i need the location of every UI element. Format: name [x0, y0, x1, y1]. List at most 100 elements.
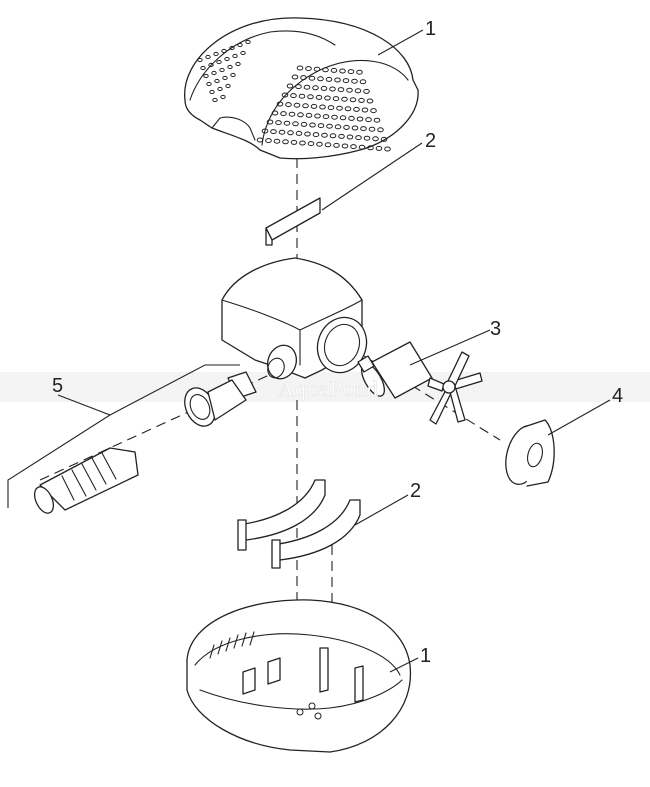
- perforation-hole: [293, 102, 301, 108]
- perforation-hole: [266, 119, 274, 125]
- callout-4: 4: [612, 385, 623, 407]
- perforation-hole: [356, 116, 364, 122]
- leader-5-upper: [109, 364, 240, 416]
- perforation-hole: [341, 96, 348, 102]
- perforation-hole: [316, 141, 323, 147]
- perforation-hole: [217, 86, 223, 92]
- perforation-hole: [281, 92, 289, 98]
- perforation-hole: [359, 79, 367, 85]
- perforation-hole: [321, 132, 328, 138]
- perforation-hole: [296, 65, 304, 71]
- perforation-hole: [209, 89, 215, 95]
- perforation-hole: [373, 117, 381, 123]
- stepped-hose-tail: [39, 447, 139, 511]
- top-cover-perforations-left: [197, 39, 251, 103]
- perforation-hole: [317, 76, 324, 82]
- watermark: AquaPond: [278, 376, 379, 401]
- perforation-hole: [332, 96, 340, 102]
- bottom-housing-inner-rim: [194, 633, 401, 676]
- perforation-hole: [320, 85, 328, 91]
- perforation-hole: [295, 130, 303, 136]
- perforation-hole: [312, 85, 319, 91]
- pump-inlet-ring: [316, 316, 368, 374]
- perforation-hole: [384, 146, 391, 152]
- perforation-hole: [197, 57, 203, 63]
- perforation-hole: [288, 111, 296, 117]
- hose-tail-ribs: [61, 452, 117, 501]
- callout-5: 5: [52, 375, 63, 397]
- leader-5: [7, 394, 112, 508]
- perforation-hole: [334, 77, 341, 83]
- bottom-housing-post-3: [319, 647, 329, 693]
- perforation-hole: [331, 114, 338, 120]
- perforation-hole: [308, 75, 316, 81]
- perforation-hole: [333, 142, 340, 148]
- bottom-housing-hole: [296, 708, 304, 716]
- perforation-hole: [220, 94, 226, 100]
- perforation-hole: [304, 131, 311, 137]
- perforation-hole: [339, 68, 346, 74]
- perforation-hole: [380, 136, 388, 142]
- bottom-housing-post-1: [242, 667, 256, 695]
- perforation-hole: [312, 132, 320, 138]
- perforation-hole: [295, 84, 302, 90]
- perforation-hole: [216, 59, 222, 65]
- perforation-hole: [370, 108, 377, 114]
- perforation-hole: [326, 123, 333, 129]
- top-cover-latch: [211, 116, 256, 141]
- bottom-housing-hole: [308, 702, 316, 710]
- bottom-housing-part: [186, 599, 412, 753]
- perforation-hole: [275, 120, 282, 126]
- perforation-hole: [229, 45, 235, 51]
- perforation-hole: [221, 48, 227, 54]
- perforation-hole: [291, 74, 299, 80]
- top-cover-part: [184, 17, 419, 160]
- bottom-housing-shell: [186, 599, 412, 753]
- perforation-hole: [211, 70, 217, 76]
- impeller-cover-part: [505, 419, 555, 487]
- leader-1-top: [377, 29, 424, 56]
- callout-1-bottom: 1: [420, 645, 431, 667]
- perforation-hole: [305, 112, 313, 118]
- bottom-clip-right-foot: [271, 539, 281, 569]
- perforation-hole: [240, 50, 246, 56]
- callout-leaders: [7, 29, 611, 673]
- perforation-hole: [341, 143, 349, 149]
- impeller-cover-body: [523, 419, 555, 487]
- impeller-cover-hub: [527, 442, 543, 468]
- top-mounting-clip-part: [265, 197, 321, 246]
- perforation-hole: [203, 73, 209, 79]
- perforation-hole: [351, 125, 359, 131]
- top-cover-perforations: [256, 65, 391, 152]
- perforation-hole: [225, 83, 231, 89]
- hose-connector-part: [33, 371, 257, 514]
- bottom-housing-hole: [314, 712, 322, 720]
- perforation-hole: [360, 126, 367, 132]
- perforation-hole: [372, 136, 379, 142]
- perforation-hole: [329, 133, 337, 139]
- perforation-hole: [336, 105, 343, 111]
- perforation-hole: [232, 53, 238, 59]
- impeller-blades: [427, 351, 483, 425]
- perforation-hole: [224, 56, 230, 62]
- perforation-hole: [356, 69, 363, 75]
- top-cover-ridge: [189, 30, 336, 101]
- perforation-hole: [346, 87, 353, 93]
- leader-4: [547, 399, 611, 436]
- perforation-hole: [278, 129, 286, 135]
- watermark-band: [0, 372, 650, 402]
- perforation-hole: [325, 76, 333, 82]
- perforation-hole: [307, 141, 315, 147]
- perforation-hole: [344, 106, 352, 112]
- perforation-hole: [285, 102, 292, 108]
- perforation-hole: [290, 93, 297, 99]
- perforation-hole: [270, 129, 277, 135]
- perforation-hole: [286, 83, 294, 89]
- perforation-hole: [322, 67, 329, 73]
- perforation-hole: [349, 97, 357, 103]
- perforation-hole: [324, 95, 331, 101]
- perforation-hole: [351, 78, 358, 84]
- perforation-hole: [283, 120, 291, 126]
- pump-motor-block: [221, 257, 368, 380]
- axis-hose: [39, 369, 281, 481]
